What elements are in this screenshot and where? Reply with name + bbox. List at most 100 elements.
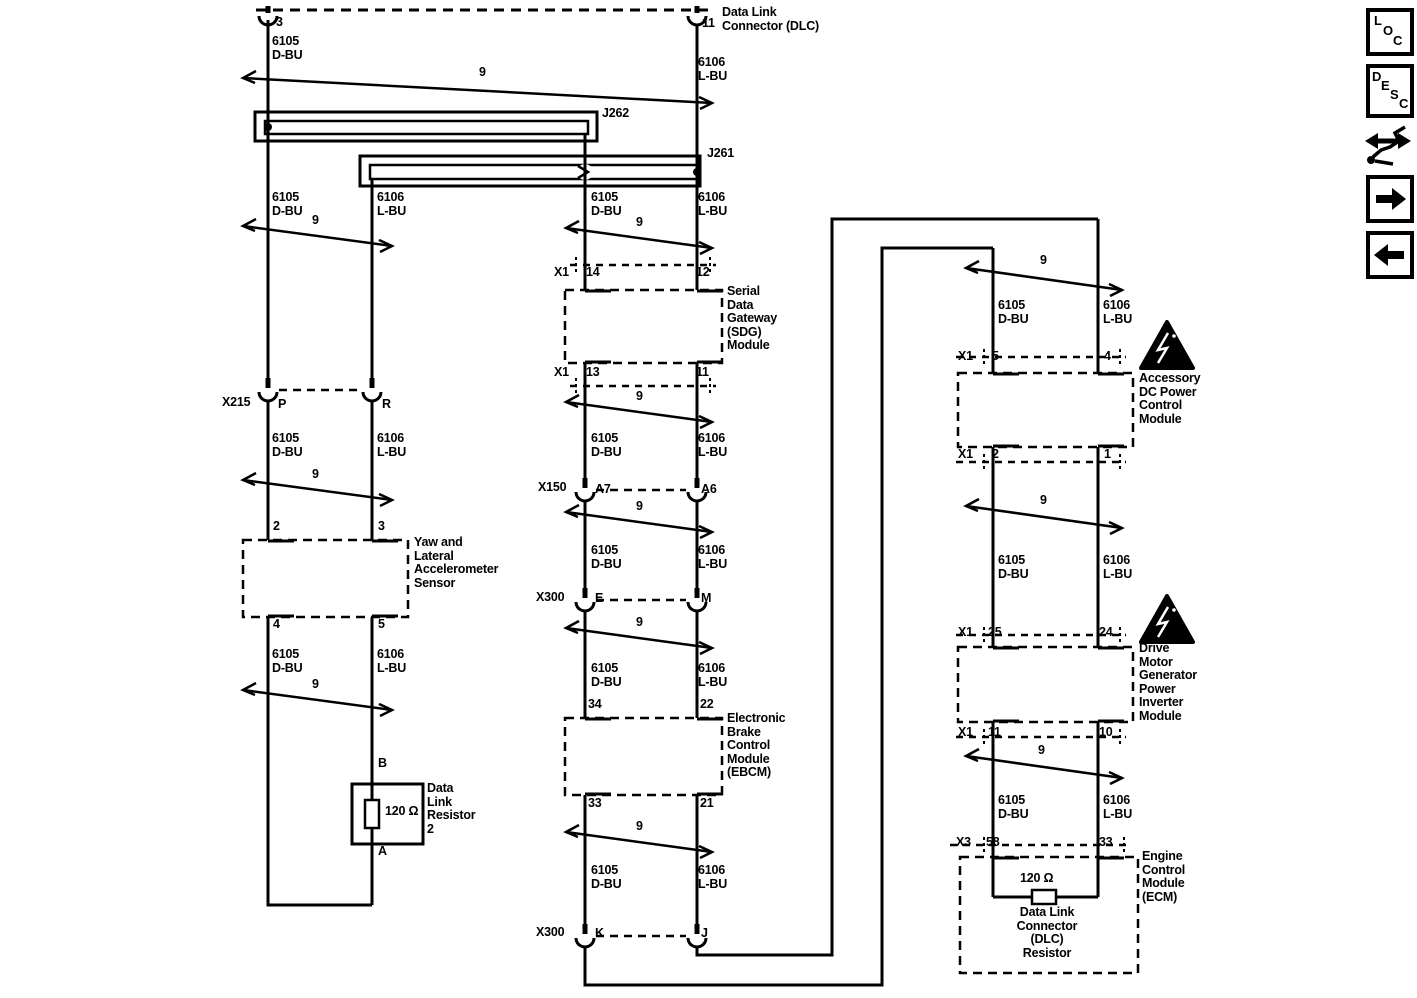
junction-label-j262: J262 bbox=[602, 106, 630, 120]
accessory-pin-5: 5 bbox=[992, 349, 999, 363]
x300-lower-terminals bbox=[574, 937, 708, 949]
wire-label: 6106 L-BU bbox=[1103, 553, 1133, 581]
desc-button[interactable] bbox=[1366, 64, 1414, 118]
data-link-resistor-2 bbox=[350, 782, 425, 846]
junction-j261 bbox=[358, 154, 702, 188]
twisted-pair-count: 9 bbox=[312, 677, 319, 691]
yaw-pin-5: 5 bbox=[378, 617, 385, 631]
ecm-title: Engine Control Module (ECM) bbox=[1142, 849, 1186, 904]
wire-label: 6105 D-BU bbox=[591, 543, 622, 571]
sdg-pin-11: 11 bbox=[696, 365, 709, 379]
x300-pin-k: K bbox=[595, 926, 604, 940]
x300-pin-j: J bbox=[701, 926, 708, 940]
wire-label: 6105 D-BU bbox=[998, 793, 1029, 821]
wire-label: 6106 L-BU bbox=[377, 647, 407, 675]
sdg-pin-13: 13 bbox=[586, 365, 600, 379]
yaw-pin-4: 4 bbox=[273, 617, 280, 631]
wire-label: 6105 D-BU bbox=[272, 34, 303, 62]
loc-letter: C bbox=[1393, 33, 1403, 48]
twisted-pair-count: 9 bbox=[636, 819, 643, 833]
wire-label: 6106 L-BU bbox=[377, 190, 407, 218]
wire-label: 6105 D-BU bbox=[998, 298, 1029, 326]
loc-letter: O bbox=[1383, 23, 1394, 38]
drive-connector-label: X1 bbox=[958, 625, 973, 639]
wire-label: 6105 D-BU bbox=[591, 661, 622, 689]
resistor-body bbox=[1030, 888, 1058, 906]
dlc-pin-left: 3 bbox=[276, 15, 283, 29]
sdg-pin-12: 12 bbox=[696, 265, 710, 279]
dlc-terminals bbox=[257, 15, 708, 27]
accessory-connector-label: X1 bbox=[958, 349, 973, 363]
sdg-connector-label: X1 bbox=[554, 365, 569, 379]
resistor-body bbox=[363, 798, 381, 830]
twisted-pair-count: 9 bbox=[312, 213, 319, 227]
yaw-pin-3: 3 bbox=[378, 519, 385, 533]
ecm-pin-58: 58 bbox=[986, 835, 1000, 849]
wire-label: 6105 D-BU bbox=[272, 647, 303, 675]
terminal-stubs bbox=[265, 6, 700, 934]
harness-routing-icon[interactable] bbox=[1365, 125, 1411, 166]
twisted-pair-count: 9 bbox=[1040, 493, 1047, 507]
arrow-left-icon bbox=[1374, 244, 1404, 266]
wire-label: 6106 L-BU bbox=[698, 661, 728, 689]
x150-terminals bbox=[574, 491, 708, 503]
x215-terminals bbox=[257, 391, 383, 403]
ecm-resistor-value: 120 Ω bbox=[1020, 871, 1054, 885]
drive-pin-10: 10 bbox=[1099, 725, 1113, 739]
wire-label: 6106 L-BU bbox=[1103, 793, 1133, 821]
wire-6105-mid bbox=[583, 134, 993, 987]
drive-title: Drive Motor Generator Power Inverter Mod… bbox=[1139, 641, 1197, 723]
splice-dot bbox=[264, 123, 272, 131]
ebcm-pin-33: 33 bbox=[588, 796, 602, 810]
wire-6106-mid bbox=[695, 24, 1098, 957]
wire-label: 6105 D-BU bbox=[591, 190, 622, 218]
dlc-title: Data Link Connector (DLC) bbox=[722, 5, 819, 33]
drive-module-box bbox=[956, 645, 1135, 724]
crossover-chevron bbox=[577, 164, 591, 180]
wire-label: 6106 L-BU bbox=[1103, 298, 1133, 326]
x300-lower-label: X300 bbox=[536, 925, 565, 939]
ebcm-pin-34: 34 bbox=[588, 697, 602, 711]
high-voltage-warning-icon bbox=[1139, 594, 1195, 644]
accessory-module-box bbox=[956, 371, 1135, 449]
resistor2-pin-b: B bbox=[378, 756, 387, 770]
ecm-resistor-title: Data Link Connector (DLC) Resistor bbox=[1016, 905, 1078, 960]
junction-label-j261: J261 bbox=[707, 146, 735, 160]
x215-pin-r: R bbox=[382, 397, 391, 411]
junction-j262 bbox=[253, 110, 599, 143]
wire-label: 6106 L-BU bbox=[698, 863, 728, 891]
ecm-module-box bbox=[958, 855, 1140, 975]
high-voltage-warning-icon bbox=[1139, 320, 1195, 370]
resistor2-title: Data Link Resistor 2 bbox=[427, 781, 476, 836]
x150-pin-a6: A6 bbox=[701, 482, 717, 496]
twisted-pair-count: 9 bbox=[1040, 253, 1047, 267]
yaw-title: Yaw and Lateral Accelerometer Sensor bbox=[414, 535, 499, 590]
loc-button[interactable] bbox=[1366, 8, 1414, 56]
sdg-connector-label: X1 bbox=[554, 265, 569, 279]
accessory-pin-1: 1 bbox=[1104, 447, 1111, 461]
wire-label: 6106 L-BU bbox=[698, 543, 728, 571]
sdg-module-box bbox=[563, 288, 724, 365]
drive-pin-25: 25 bbox=[988, 625, 1002, 639]
pin-brackets bbox=[268, 289, 1124, 860]
accessory-pin-4: 4 bbox=[1104, 349, 1111, 363]
desc-letter: E bbox=[1381, 78, 1390, 93]
x300-pin-e: E bbox=[595, 591, 604, 605]
x300-pin-m: M bbox=[701, 591, 712, 605]
ecm-connector-label: X3 bbox=[956, 835, 971, 849]
wire-6105-left bbox=[266, 20, 372, 907]
x150-label: X150 bbox=[538, 480, 567, 494]
next-page-button[interactable] bbox=[1366, 175, 1414, 223]
sdg-pin-14: 14 bbox=[586, 265, 600, 279]
x215-label: X215 bbox=[222, 395, 251, 409]
sdg-title: Serial Data Gateway (SDG) Module bbox=[727, 284, 778, 352]
previous-page-button[interactable] bbox=[1366, 231, 1414, 279]
ebcm-module-box bbox=[563, 716, 724, 797]
resistor2-value: 120 Ω bbox=[385, 804, 419, 818]
accessory-title: Accessory DC Power Control Module bbox=[1139, 371, 1201, 426]
module-boxes bbox=[241, 288, 1140, 975]
x300-terminals bbox=[574, 601, 708, 613]
twisted-pair-count: 9 bbox=[312, 467, 319, 481]
